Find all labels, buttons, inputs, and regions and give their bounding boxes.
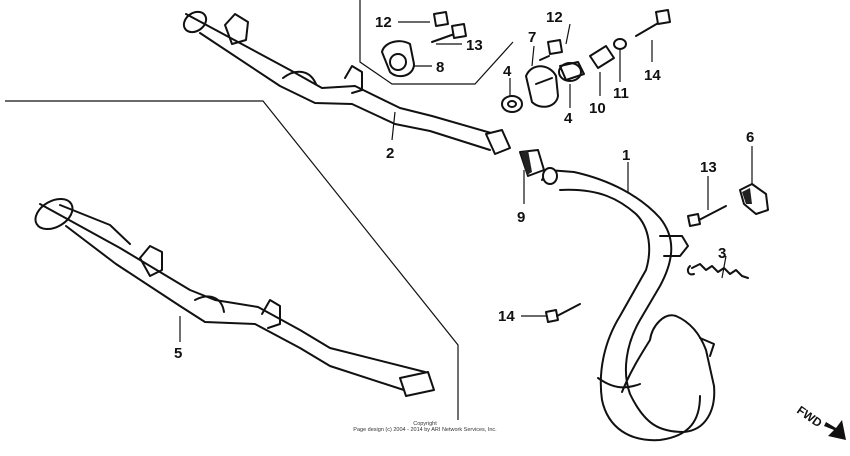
holder-part-7 <box>525 65 559 108</box>
bolt-part-13-left <box>431 23 467 43</box>
expansion-chamber-part-1 <box>541 167 716 442</box>
callout-9: 9 <box>517 209 525 226</box>
grommet-part-4-left <box>501 95 523 113</box>
callout-4-right: 4 <box>564 110 573 127</box>
callout-13-left: 13 <box>466 37 483 54</box>
callout-5: 5 <box>174 345 182 362</box>
callout-2: 2 <box>386 145 394 162</box>
callout-14-upper: 14 <box>644 67 661 84</box>
washer-part-11 <box>613 38 627 50</box>
gasket-part-9 <box>519 149 545 177</box>
clamp-part-6 <box>739 183 769 215</box>
callout-1: 1 <box>622 147 630 164</box>
exhaust-pipe-part-2 <box>182 10 511 155</box>
collar-part-10 <box>589 45 615 69</box>
callout-14-lower: 14 <box>498 308 515 325</box>
leader-lines <box>179 21 753 342</box>
spring-part-3 <box>686 263 749 279</box>
bolt-group-bracket-line <box>359 0 514 85</box>
callout-7: 7 <box>528 29 536 46</box>
bracket-part-8 <box>381 40 415 78</box>
exhaust-pipe-part-5 <box>34 197 435 397</box>
bolt-part-12-right <box>539 39 563 61</box>
callout-6: 6 <box>746 129 754 146</box>
grommet-part-4-right <box>558 61 585 82</box>
callout-12-right: 12 <box>546 9 563 26</box>
bolt-part-14-lower <box>545 303 581 323</box>
bolt-part-13-right <box>687 205 727 227</box>
callout-11: 11 <box>613 85 629 102</box>
callout-12-left: 12 <box>375 14 392 31</box>
callout-13-right: 13 <box>700 159 717 176</box>
callout-4-left: 4 <box>503 63 512 80</box>
callout-3: 3 <box>718 245 726 262</box>
section-divider-line <box>5 100 459 420</box>
fwd-arrow-icon <box>824 420 846 440</box>
bolt-part-14-upper <box>635 9 671 37</box>
copyright-line-1: Copyright <box>413 421 437 427</box>
copyright-line-2: Page design (c) 2004 - 2014 by ARI Netwo… <box>353 427 497 433</box>
callout-10: 10 <box>589 100 606 117</box>
callout-8: 8 <box>436 59 444 76</box>
bolt-part-12-left <box>433 11 449 27</box>
